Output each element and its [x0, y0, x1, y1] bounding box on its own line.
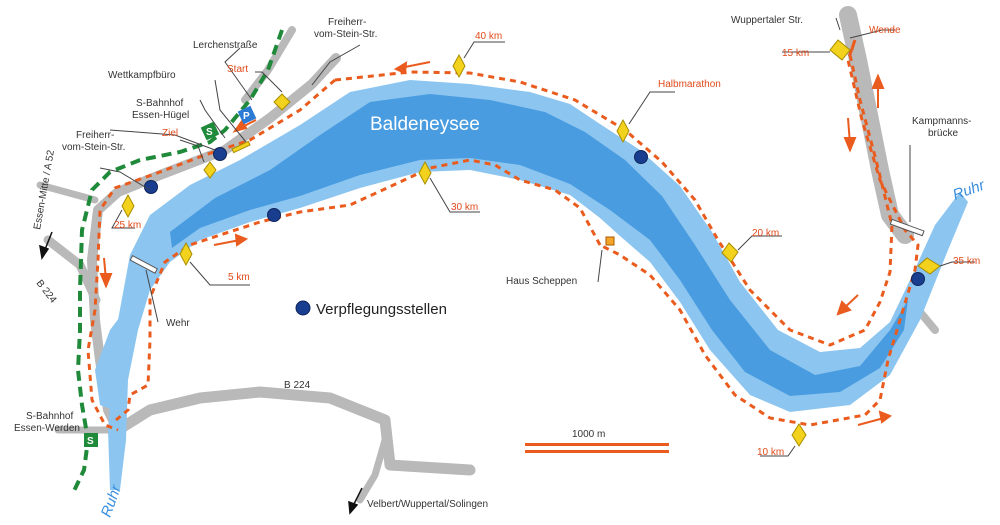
km-35: 35 km [953, 256, 980, 267]
street-b224-bottom: B 224 [284, 380, 311, 391]
station-3 [267, 208, 281, 222]
legend-station-icon [295, 300, 311, 316]
diamond-10 [791, 423, 807, 447]
road-velbert [356, 426, 392, 504]
river-name-west: Ruhr [98, 482, 125, 519]
scale-bar-top [525, 443, 669, 446]
road-essen-mitte [36, 181, 99, 204]
scale-bar: 1000 m [525, 429, 669, 453]
sbahn-werden-icon [84, 433, 98, 447]
label-lines [99, 17, 975, 457]
scale-label: 1000 m [572, 429, 605, 440]
parking-glyph: P [243, 111, 250, 122]
km-40: 40 km [475, 31, 502, 42]
race-ziel: Ziel [162, 128, 178, 139]
diamond-15 [829, 39, 851, 61]
place-sbahn-werden-1: S-Bahnhof [26, 411, 73, 422]
diamond-ziel [203, 161, 217, 179]
km-10: 10 km [757, 447, 784, 458]
street-freiherr-top-1: Freiherr- [328, 17, 366, 28]
diamond-40 [452, 53, 466, 79]
street-b224-left: B 224 [34, 278, 59, 306]
place-wehr: Wehr [166, 318, 190, 329]
legend-label: Verpflegungsstellen [316, 301, 447, 318]
street-freiherr-top-2: vom-Stein-Str. [314, 29, 377, 40]
arrow-top-icon [393, 61, 431, 75]
route-arrows [99, 61, 893, 426]
river-loop [95, 290, 140, 412]
station-5 [911, 272, 925, 286]
race-wende: Wende [869, 25, 901, 36]
road-lerchenstrasse [241, 26, 296, 104]
structures [129, 145, 925, 323]
symbols: S P S [84, 105, 257, 447]
diamond-halbmarathon [616, 118, 630, 144]
sbahn-huegel-glyph: S [206, 127, 213, 138]
arrow-south-icon [836, 294, 859, 316]
refreshment-stations [144, 147, 925, 316]
place-sbahn-werden-2: Essen-Werden [14, 423, 80, 434]
sbahn-line [70, 29, 284, 496]
km-5: 5 km [228, 272, 250, 283]
diamond-start [273, 93, 291, 111]
street-freiherr-left-1: Freiherr- [76, 130, 114, 141]
place-sbahn-huegel-2: Essen-Hügel [132, 110, 189, 121]
wehr-pointer [145, 269, 159, 323]
street-velbert: Velbert/Wuppertal/Solingen [367, 499, 488, 510]
sbahn-huegel-icon [200, 121, 220, 141]
lake-deep [170, 94, 908, 396]
place-wettkampfbuero: Wettkampfbüro [108, 70, 176, 81]
diamond-35 [917, 257, 941, 275]
diamond-30 [418, 160, 432, 186]
km-diamonds [121, 39, 941, 447]
ziel-bar [231, 140, 251, 154]
street-freiherr-left-2: vom-Stein-Str. [62, 142, 125, 153]
scale-bar-bottom [525, 450, 669, 453]
lake-baldeneysee [95, 80, 968, 490]
diamond-25 [121, 193, 135, 219]
road-wuppertaler [839, 6, 914, 244]
arrow-bottom-icon [857, 410, 893, 426]
road-exit-arrows [39, 231, 363, 515]
km-25: 25 km [114, 220, 141, 231]
velbert-arrow-icon [348, 487, 363, 515]
diamond-5 [179, 241, 193, 267]
parking-icon [237, 105, 257, 125]
haus-scheppen-marker [605, 236, 615, 246]
place-haus-scheppen: Haus Scheppen [506, 276, 577, 287]
km-20: 20 km [752, 228, 779, 239]
km-15: 15 km [782, 48, 809, 59]
place-kampmann-1: Kampmanns- [912, 116, 971, 127]
river-name-east: Ruhr [951, 176, 988, 203]
sbahn-werden-glyph: S [87, 436, 94, 447]
race-halbmarathon: Halbmarathon [658, 79, 721, 90]
arrow-inner-icon [213, 233, 249, 247]
wehr-bar [129, 254, 158, 274]
place-kampmann-2: brücke [928, 128, 958, 139]
lake-name: Baldeneysee [370, 114, 480, 135]
race-start: Start [227, 64, 248, 75]
arrow-right-up-icon [871, 73, 885, 108]
place-sbahn-huegel-1: S-Bahnhof [136, 98, 183, 109]
road-b224-bottom [112, 386, 476, 476]
station-1 [213, 147, 227, 161]
station-4 [634, 150, 648, 164]
street-wuppertaler: Wuppertaler Str. [731, 15, 803, 26]
scheppen-pointer [597, 249, 603, 283]
km-30: 30 km [451, 202, 478, 213]
diamond-20 [721, 242, 739, 263]
kampmann-bar [889, 218, 925, 237]
arrow-right-down-icon [843, 117, 857, 153]
arrow-west-icon [99, 257, 113, 289]
route-outer-2 [599, 39, 920, 427]
essen-mitte-arrow-icon [39, 231, 53, 260]
route-west [86, 78, 336, 432]
street-lerchenstrasse: Lerchenstraße [193, 40, 258, 51]
station-2 [144, 180, 158, 194]
